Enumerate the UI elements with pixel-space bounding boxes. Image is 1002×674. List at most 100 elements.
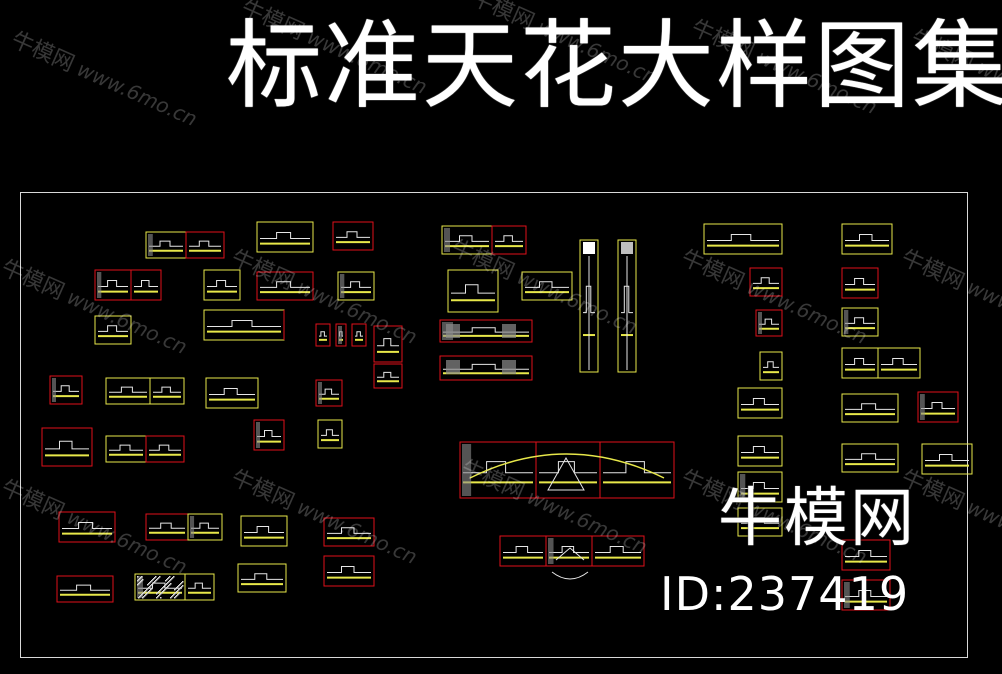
concrete-speck — [178, 585, 180, 587]
detail-box — [737, 387, 783, 419]
concrete-speck — [162, 591, 164, 593]
concrete-speck — [159, 594, 161, 596]
chandelier-outline — [547, 456, 585, 491]
section-profile — [707, 234, 779, 241]
section-profile — [62, 522, 112, 529]
model-id-label: ID: — [660, 567, 728, 621]
detail-box — [917, 391, 959, 423]
concrete-speck — [139, 596, 141, 598]
detail-box — [187, 513, 223, 541]
concrete-speck — [140, 595, 142, 597]
detail-box — [521, 271, 573, 301]
section-profile — [603, 461, 671, 474]
concrete-speck — [166, 583, 168, 585]
concrete-speck — [142, 593, 144, 595]
concrete-speck — [142, 597, 144, 599]
section-profile — [260, 281, 310, 288]
detail-box — [337, 271, 375, 301]
section-profile — [741, 517, 779, 524]
concrete-speck — [139, 578, 141, 580]
concrete-speck — [176, 595, 178, 597]
concrete-speck — [173, 576, 175, 578]
concrete-speck — [173, 594, 175, 596]
concrete-speck — [150, 585, 152, 587]
concrete-speck — [161, 588, 163, 590]
section-profile — [845, 550, 887, 557]
section-profile — [443, 363, 529, 370]
wall-hatch — [148, 234, 153, 256]
concrete-speck — [138, 579, 140, 581]
wall-hatch — [740, 474, 746, 500]
section-profile — [60, 584, 110, 591]
detail-box — [737, 471, 783, 503]
detail-box — [841, 443, 899, 473]
concrete-speck — [181, 582, 183, 584]
concrete-speck — [166, 587, 168, 589]
concrete-speck — [146, 593, 148, 595]
concrete-speck — [153, 578, 155, 580]
detail-box — [373, 325, 403, 363]
concrete-speck — [171, 596, 173, 598]
wall-hatch — [340, 274, 345, 298]
detail-box — [145, 435, 185, 463]
detail-box — [317, 419, 343, 449]
section-profile — [525, 281, 569, 288]
concrete-speck — [137, 580, 139, 582]
concrete-speck — [148, 591, 150, 593]
concrete-speck — [139, 582, 141, 584]
concrete-speck — [168, 577, 170, 579]
section-profile — [753, 277, 779, 284]
detail-box — [323, 555, 375, 587]
section-profile — [341, 281, 371, 288]
concrete-speck — [151, 580, 153, 582]
section-profile — [759, 318, 779, 325]
concrete-speck — [144, 595, 146, 597]
detail-box — [351, 323, 367, 347]
wall-hatch — [920, 394, 925, 420]
concrete-speck — [151, 584, 153, 586]
detail-box — [145, 513, 189, 541]
section-profile — [138, 582, 182, 589]
section-profile — [53, 385, 79, 392]
wall-hatch — [548, 538, 554, 564]
concrete-speck — [151, 588, 153, 590]
section-profile — [207, 280, 237, 287]
section-profile — [260, 232, 310, 239]
section-profile — [319, 331, 327, 337]
concrete-speck — [141, 594, 143, 596]
concrete-speck — [169, 584, 171, 586]
concrete-speck — [163, 590, 165, 592]
detail-box — [184, 573, 215, 601]
detail-box — [373, 363, 403, 389]
concrete-speck — [174, 597, 176, 599]
detail-box — [703, 223, 783, 255]
concrete-speck — [144, 591, 146, 593]
column-cap — [621, 242, 633, 254]
wall-hatch — [318, 382, 322, 404]
concrete-speck — [160, 589, 162, 591]
concrete-speck — [149, 586, 151, 588]
detail-box — [335, 323, 347, 347]
concrete-speck — [160, 597, 162, 599]
detail-box — [105, 435, 147, 463]
wall-hatch — [844, 582, 850, 608]
detail-box — [256, 221, 314, 253]
wall-hatch — [137, 576, 143, 598]
detail-box — [203, 309, 285, 341]
concrete-speck — [152, 579, 154, 581]
wall-hatch — [758, 312, 762, 334]
concrete-speck — [177, 594, 179, 596]
detail-box — [841, 307, 879, 337]
concrete-speck — [140, 577, 142, 579]
detail-box — [41, 427, 93, 467]
detail-box — [130, 269, 162, 301]
block-hatch — [446, 360, 460, 374]
section-profile — [741, 482, 779, 489]
concrete-speck — [167, 586, 169, 588]
section-profile — [539, 461, 597, 474]
concrete-speck — [149, 582, 151, 584]
concrete-speck — [179, 584, 181, 586]
concrete-speck — [148, 587, 150, 589]
section-profile — [845, 317, 875, 324]
concrete-speck — [138, 583, 140, 585]
